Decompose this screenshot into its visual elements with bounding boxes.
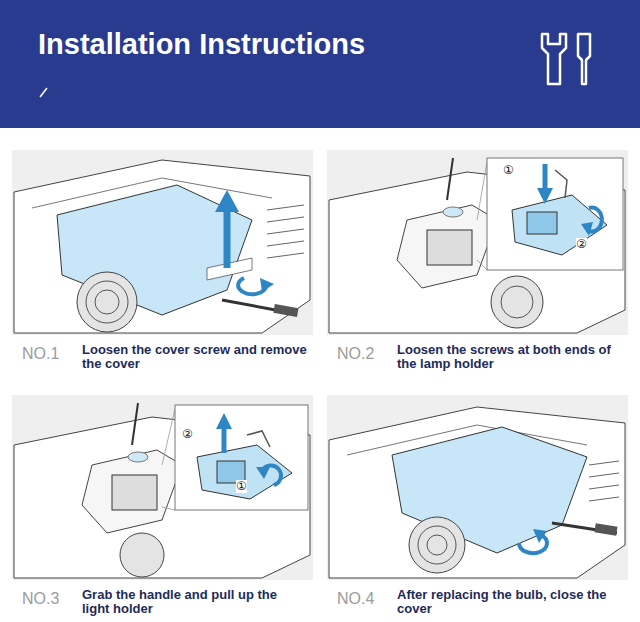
callout-number: ① bbox=[236, 480, 247, 493]
step-panel: NO.1 Loosen the cover screw and remove th… bbox=[12, 150, 313, 373]
header-band bbox=[0, 0, 640, 128]
callout-number: ② bbox=[576, 238, 587, 251]
step-number: NO.2 bbox=[337, 345, 374, 363]
page-title: Installation Instructions bbox=[38, 28, 365, 61]
callout-number: ② bbox=[182, 428, 193, 441]
step-number: NO.4 bbox=[337, 590, 374, 608]
step-instruction: Grab the handle and pull up the light ho… bbox=[82, 588, 307, 616]
step-panel: NO.2 Loosen the screws at both ends of th… bbox=[327, 150, 628, 373]
tools-icon bbox=[542, 34, 590, 84]
step-instruction: Loosen the screws at both ends of the la… bbox=[397, 343, 622, 371]
callout-number: ① bbox=[503, 164, 514, 177]
step-panel: NO.3 Grab the handle and pull up the ligh… bbox=[12, 395, 313, 618]
step-instruction: After replacing the bulb, close the cove… bbox=[397, 588, 622, 616]
step-panel: NO.4 After replacing the bulb, close the … bbox=[327, 395, 628, 618]
step-number: NO.3 bbox=[22, 590, 59, 608]
step-instruction: Loosen the cover screw and remove the co… bbox=[82, 343, 307, 371]
step-number: NO.1 bbox=[22, 345, 59, 363]
